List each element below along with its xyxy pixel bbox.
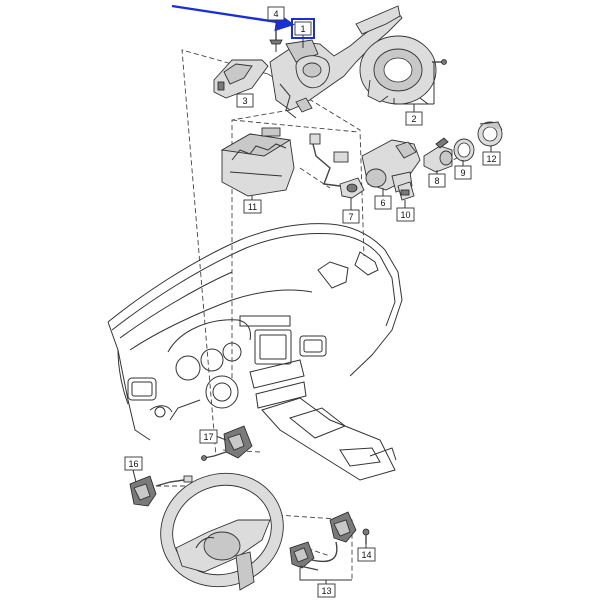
label-1: 1	[291, 18, 315, 39]
leader-lines	[132, 20, 492, 584]
label-11: 11	[243, 199, 262, 214]
label-3: 3	[236, 93, 254, 108]
part-sensor-7	[309, 133, 365, 199]
part-key-cylinder-8	[423, 137, 453, 173]
part-wheel-control-17	[201, 425, 253, 461]
svg-text:10: 10	[400, 210, 410, 220]
part-connector-10	[397, 181, 415, 201]
label-9: 9	[454, 165, 472, 180]
part-ring-9	[453, 138, 475, 162]
part-steering-lock-6	[361, 139, 421, 193]
part-combination-switch	[269, 5, 403, 119]
label-17: 17	[199, 429, 218, 444]
part-screw-4	[269, 26, 283, 52]
label-4: 4	[267, 6, 285, 21]
svg-text:11: 11	[248, 202, 257, 212]
svg-text:16: 16	[128, 459, 138, 469]
svg-text:1: 1	[300, 24, 305, 34]
part-screw-14	[362, 528, 370, 544]
part-right-control-13	[289, 511, 357, 571]
svg-text:17: 17	[203, 432, 213, 442]
label-14: 14	[357, 547, 376, 562]
label-6: 6	[374, 195, 392, 210]
part-left-control-16	[129, 475, 193, 507]
svg-text:8: 8	[434, 176, 439, 186]
label-8: 8	[428, 173, 446, 188]
svg-text:6: 6	[380, 198, 385, 208]
callout-arrow	[171, 4, 295, 32]
svg-text:2: 2	[411, 114, 416, 124]
svg-text:7: 7	[348, 212, 353, 222]
label-10: 10	[396, 207, 415, 222]
dashboard-outline	[107, 223, 403, 481]
label-13: 13	[317, 583, 336, 598]
svg-text:3: 3	[242, 96, 247, 106]
svg-text:9: 9	[460, 168, 465, 178]
label-12: 12	[482, 151, 501, 166]
steering-wheel	[160, 472, 284, 591]
label-16: 16	[124, 456, 143, 471]
part-clock-spring-2	[359, 35, 447, 105]
svg-text:14: 14	[361, 550, 371, 560]
part-transponder-12	[477, 121, 503, 147]
part-bracket-3	[213, 59, 269, 99]
svg-text:12: 12	[486, 154, 496, 164]
svg-text:13: 13	[321, 586, 331, 596]
label-2: 2	[405, 111, 423, 126]
label-7: 7	[342, 209, 360, 224]
part-control-unit-11	[220, 127, 295, 197]
svg-text:4: 4	[273, 9, 278, 19]
